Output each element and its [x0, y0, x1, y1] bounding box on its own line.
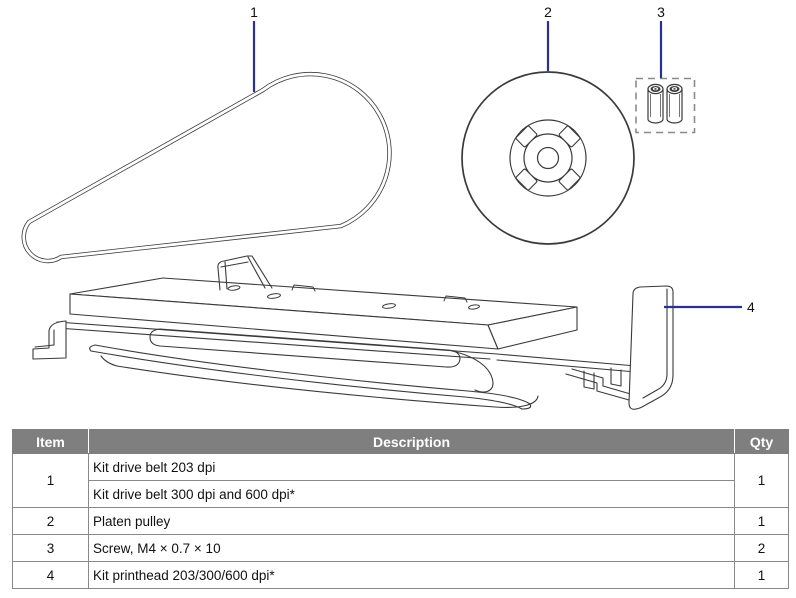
callout-4-number: 4	[747, 299, 755, 315]
table-row: 2 Platen pulley 1	[12, 507, 789, 535]
header-qty: Qty	[734, 429, 789, 454]
row4-item: 4	[12, 561, 89, 589]
row1-qty: 1	[734, 453, 789, 508]
printhead-groove	[149, 328, 461, 368]
table-row: 4 Kit printhead 203/300/600 dpi* 1	[12, 561, 789, 589]
table-row: Kit drive belt 300 dpi and 600 dpi*	[13, 480, 789, 508]
pulley-outer-circle	[461, 71, 635, 245]
row1-description-b: Kit drive belt 300 dpi and 600 dpi*	[88, 480, 735, 508]
screws-illustration	[635, 77, 696, 134]
screws-dashed-box	[635, 77, 696, 134]
callout-4: 4	[664, 299, 755, 315]
belt-outline-inner	[22, 72, 391, 263]
platen-pulley-illustration	[461, 71, 635, 245]
table-row: 1 Kit drive belt 203 dpi 1	[12, 453, 789, 508]
parts-table-section: Item Description Qty 1 Kit drive belt 20…	[12, 429, 789, 589]
screw-left	[647, 83, 664, 124]
row1-item: 1	[12, 453, 89, 508]
table-row: 3 Screw, M4 × 0.7 × 10 2	[12, 534, 789, 562]
belt-outline	[21, 71, 392, 264]
pulley-hub-circle	[509, 119, 587, 197]
row3-qty: 2	[734, 534, 789, 562]
printhead-left-bracket	[32, 320, 67, 360]
drive-belt-illustration	[21, 71, 392, 264]
printhead-groove-hook	[451, 350, 494, 393]
callout-3: 3	[657, 4, 665, 78]
printhead-slab	[69, 277, 578, 350]
row3-item: 3	[12, 534, 89, 562]
row4-qty: 1	[734, 561, 789, 589]
printhead-top-tab	[217, 255, 273, 291]
printhead-right-bracket	[628, 285, 674, 410]
pulley-hub-tabs	[515, 125, 581, 191]
parts-diagram-svg: 1 2 3 4	[21, 4, 755, 410]
callout-1-number: 1	[250, 4, 258, 20]
printhead-top-holes	[227, 284, 480, 310]
parts-diagram: 1 2 3 4	[21, 4, 755, 410]
header-description: Description	[88, 429, 735, 454]
callout-2: 2	[544, 4, 552, 71]
callout-2-number: 2	[544, 4, 552, 20]
pulley-hub-inner-circle	[523, 133, 573, 183]
printhead-illustration	[32, 255, 674, 410]
callouts: 1 2 3 4	[250, 4, 755, 315]
row1-description-a: Kit drive belt 203 dpi	[88, 453, 735, 481]
callout-3-number: 3	[657, 4, 665, 20]
table-header-row: Item Description Qty	[12, 429, 789, 454]
printhead-right-foot	[565, 368, 635, 401]
row3-description: Screw, M4 × 0.7 × 10	[88, 534, 735, 562]
row4-description: Kit printhead 203/300/600 dpi*	[88, 561, 735, 589]
pulley-bore-circle	[536, 146, 560, 170]
row2-qty: 1	[734, 507, 789, 535]
screw-right	[666, 83, 683, 124]
callout-1: 1	[250, 4, 258, 92]
header-item: Item	[12, 429, 89, 454]
row2-item: 2	[12, 507, 89, 535]
row2-description: Platen pulley	[88, 507, 735, 535]
parts-table: Item Description Qty 1 Kit drive belt 20…	[12, 429, 789, 589]
printhead-bar	[89, 344, 539, 410]
